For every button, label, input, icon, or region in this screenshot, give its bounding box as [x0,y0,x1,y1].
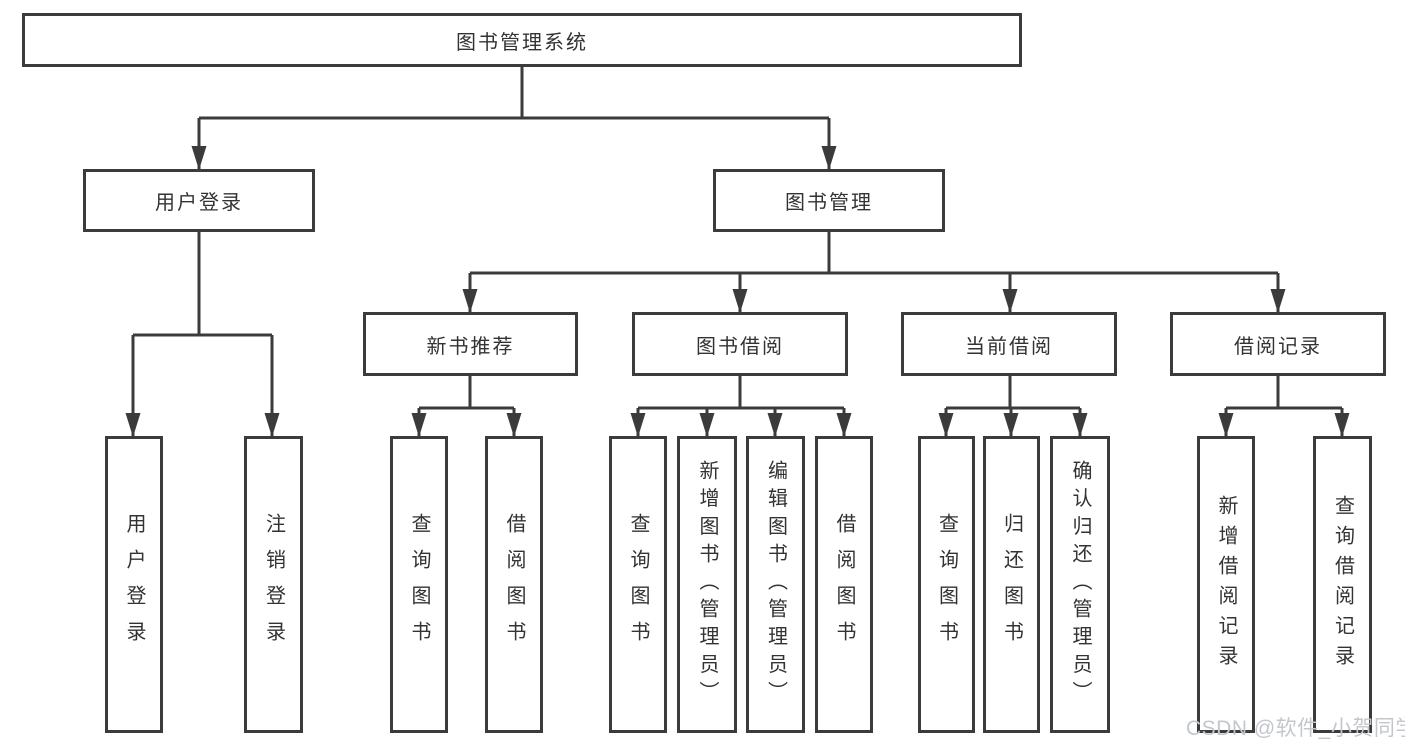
node-label: 注销登录 [262,512,285,657]
leaf-add-borrow-record: 新增借阅记录 [1197,436,1255,733]
node-new-book-recommendation: 新书推荐 [363,312,578,376]
node-label: 新增借阅记录 [1215,494,1237,675]
node-label: 借阅记录 [1234,335,1322,358]
leaf-query-books-recommend: 查询图书 [390,436,448,733]
leaf-query-borrow-record: 查询借阅记录 [1313,436,1372,733]
node-label: 借阅图书 [833,512,855,657]
node-label: 当前借阅 [965,335,1053,358]
node-label: 图书管理 [785,192,873,214]
node-label: 图书借阅 [696,335,784,358]
node-label: 确认归还（管理员） [1069,460,1091,709]
leaf-query-books-borrowing: 查询图书 [609,436,667,733]
leaf-confirm-return-admin: 确认归还（管理员） [1050,436,1110,733]
node-label: 新增图书（管理员） [696,460,718,709]
leaf-return-books: 归还图书 [983,436,1040,733]
node-label: 用户登录 [123,512,145,657]
csdn-watermark: CSDN @软件_小贺同学 [1186,717,1405,740]
leaf-add-books-admin: 新增图书（管理员） [677,436,737,733]
node-book-management: 图书管理 [713,169,945,232]
leaf-edit-books-admin: 编辑图书（管理员） [746,436,805,733]
leaf-borrow-books-recommend: 借阅图书 [485,436,543,733]
leaf-user-login: 用户登录 [105,436,163,733]
node-current-borrowing: 当前借阅 [901,312,1117,376]
node-label: 新书推荐 [426,335,515,358]
leaf-query-books-current: 查询图书 [918,436,975,733]
node-label: 归还图书 [1000,512,1023,657]
node-label: 查询借阅记录 [1331,494,1354,675]
node-label: 查询图书 [408,512,430,657]
node-label: 查询图书 [627,512,649,657]
leaf-logout: 注销登录 [244,436,303,733]
node-label: 查询图书 [935,512,958,657]
node-label: 用户登录 [155,192,243,214]
node-user-login: 用户登录 [83,169,315,232]
node-label: 图书管理系统 [456,31,588,54]
node-library-management-system: 图书管理系统 [22,13,1022,67]
node-label: 编辑图书（管理员） [764,460,787,709]
node-book-borrowing: 图书借阅 [632,312,848,376]
node-borrowing-records: 借阅记录 [1170,312,1386,376]
leaf-borrow-books-borrowing: 借阅图书 [815,436,873,733]
node-label: 借阅图书 [503,512,525,657]
